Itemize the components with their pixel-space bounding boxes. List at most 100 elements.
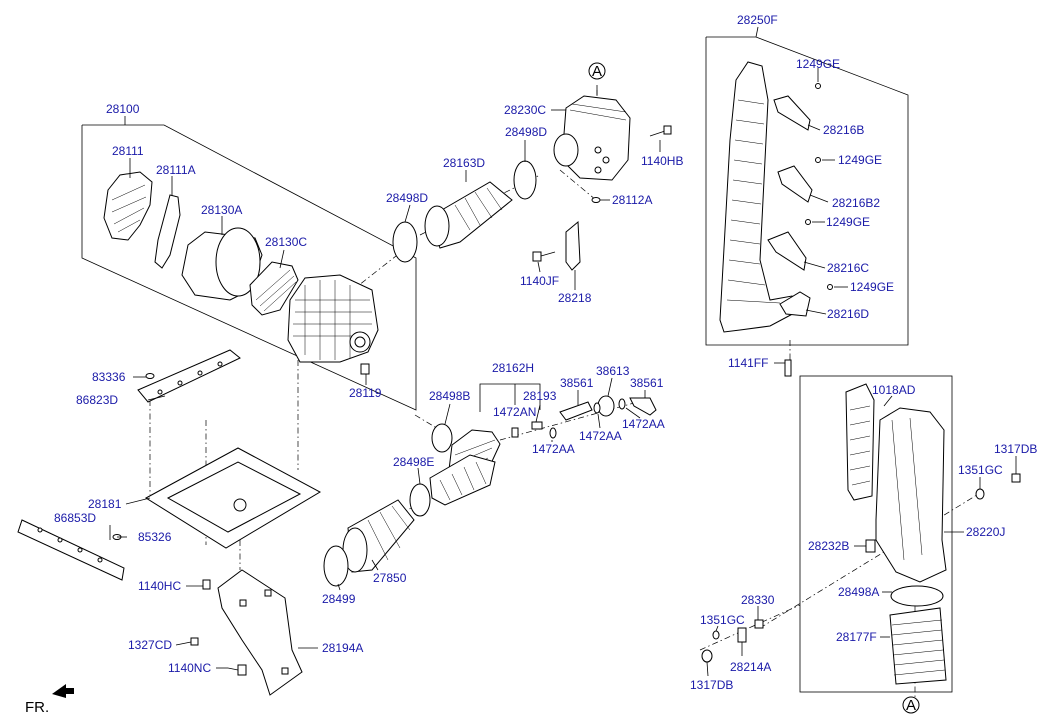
label-28193: 28193	[523, 389, 557, 403]
label-28111: 28111	[112, 144, 144, 158]
seal-ring-28111A	[154, 194, 181, 269]
tray-28181	[145, 447, 322, 549]
label-28111A: 28111A	[156, 163, 196, 177]
label-86853D: 86853D	[54, 511, 96, 525]
label-38613: 38613	[596, 364, 630, 378]
label-1472AA-a: 1472AA	[622, 417, 665, 431]
group-box-28250F	[705, 36, 909, 346]
label-1327CD: 1327CD	[128, 638, 172, 652]
label-1472AA-c: 1472AA	[532, 442, 575, 456]
front-arrow-icon	[52, 684, 74, 698]
grommet-28112A	[591, 197, 601, 203]
label-28194A: 28194A	[322, 641, 363, 655]
clamp-28498D-upper	[513, 160, 537, 200]
bolt-1249GE-set	[805, 83, 833, 290]
label-28119: 28119	[349, 386, 382, 400]
clip-83336	[145, 373, 155, 379]
label-1472AA-b: 1472AA	[579, 429, 622, 443]
leader-lines	[109, 26, 1017, 677]
label-27850: 27850	[373, 571, 407, 585]
label-28498A: 28498A	[838, 585, 879, 599]
label-1018AD: 1018AD	[872, 383, 916, 397]
bracket-28194A	[217, 569, 303, 696]
hose-28163D	[424, 181, 513, 249]
label-28216C: 28216C	[827, 261, 869, 275]
label-28216B2: 28216B2	[832, 196, 880, 210]
bolt-1140NC	[227, 664, 247, 676]
label-85326: 85326	[138, 530, 172, 544]
label-28498D-upper: 28498D	[505, 125, 547, 139]
hose-38561-left	[559, 401, 593, 421]
label-38561-right: 38561	[630, 376, 664, 390]
label-28214A: 28214A	[730, 660, 771, 674]
label-38561-left: 38561	[560, 376, 594, 390]
bracket-28216D	[779, 291, 811, 317]
label-28163D: 28163D	[443, 156, 485, 170]
label-1141FF: 1141FF	[728, 356, 768, 370]
bolt-1140HB	[649, 125, 672, 137]
nut-1327CD	[190, 637, 199, 646]
snorkel-28220J	[875, 407, 947, 583]
label-1249GE-b: 1249GE	[838, 153, 882, 167]
label-1317DB-left: 1317DB	[690, 678, 733, 692]
reference-circle-A-top: A	[588, 62, 606, 80]
label-1249GE-d: 1249GE	[850, 280, 894, 294]
label-28216D: 28216D	[827, 307, 869, 321]
label-1140JF: 1140JF	[520, 274, 559, 288]
label-1351GC-left: 1351GC	[700, 613, 745, 627]
label-28181: 28181	[88, 497, 122, 511]
bellows-hose	[429, 454, 496, 506]
label-1140HB: 1140HB	[641, 154, 683, 168]
label-1140NC: 1140NC	[168, 661, 211, 675]
bracket-28216B	[773, 95, 811, 131]
label-1249GE-c: 1249GE	[826, 215, 870, 229]
reference-circle-A-bottom: A	[902, 696, 920, 714]
part-labels: 28100 28111 28111A 28130A 28130C 83336 8…	[54, 13, 1037, 692]
valve-38613	[593, 395, 626, 417]
clamp-28499	[323, 545, 349, 587]
label-28100: 28100	[106, 102, 140, 116]
air-cleaner-cover-28111	[103, 171, 153, 241]
small-clamp-1472AA	[549, 427, 557, 439]
label-1472AN: 1472AN	[493, 405, 536, 419]
hose-27850	[342, 499, 415, 573]
filter-28130C	[249, 261, 299, 316]
label-28232B: 28232B	[808, 539, 849, 553]
bolt-1140HC	[202, 579, 211, 590]
washer-1351GC-right	[975, 488, 985, 500]
label-28498B: 28498B	[429, 389, 470, 403]
group-box-28220J	[799, 375, 953, 693]
seal-28498A	[890, 585, 944, 607]
label-28330: 28330	[741, 593, 775, 607]
nipple-28193	[511, 421, 543, 438]
label-28216B: 28216B	[823, 123, 864, 137]
air-duct-28250F	[719, 61, 801, 333]
label-28499: 28499	[322, 592, 356, 606]
air-cleaner-body	[287, 274, 379, 363]
label-28498E: 28498E	[393, 455, 434, 469]
label-28220J: 28220J	[966, 525, 1005, 539]
label-28498D-lower: 28498D	[386, 191, 428, 205]
heat-shield-86823D	[137, 349, 241, 403]
label-28130A: 28130A	[201, 203, 242, 217]
label-28250F: 28250F	[737, 13, 778, 27]
label-28218: 28218	[558, 291, 592, 305]
label-1249GE-a: 1249GE	[796, 57, 840, 71]
bolt-1140JF	[532, 251, 556, 262]
label-1351GC-right: 1351GC	[958, 463, 1003, 477]
front-direction-indicator: FR.	[25, 684, 74, 716]
bolt-1141FF	[784, 359, 792, 377]
hose-38561-right	[629, 397, 657, 416]
label-28230C: 28230C	[504, 103, 546, 117]
grommet-28232B	[865, 539, 876, 553]
sensor-28119	[360, 363, 370, 375]
label-1140HC: 1140HC	[138, 579, 181, 593]
svg-text:A: A	[906, 697, 916, 714]
bracket-28214A	[737, 627, 747, 643]
washer-1351GC-left	[712, 630, 720, 640]
resonator-28230C	[553, 95, 631, 181]
grommet-28330	[754, 619, 764, 629]
nut-1317DB-right	[1011, 473, 1021, 483]
boot-28177F	[889, 607, 947, 685]
